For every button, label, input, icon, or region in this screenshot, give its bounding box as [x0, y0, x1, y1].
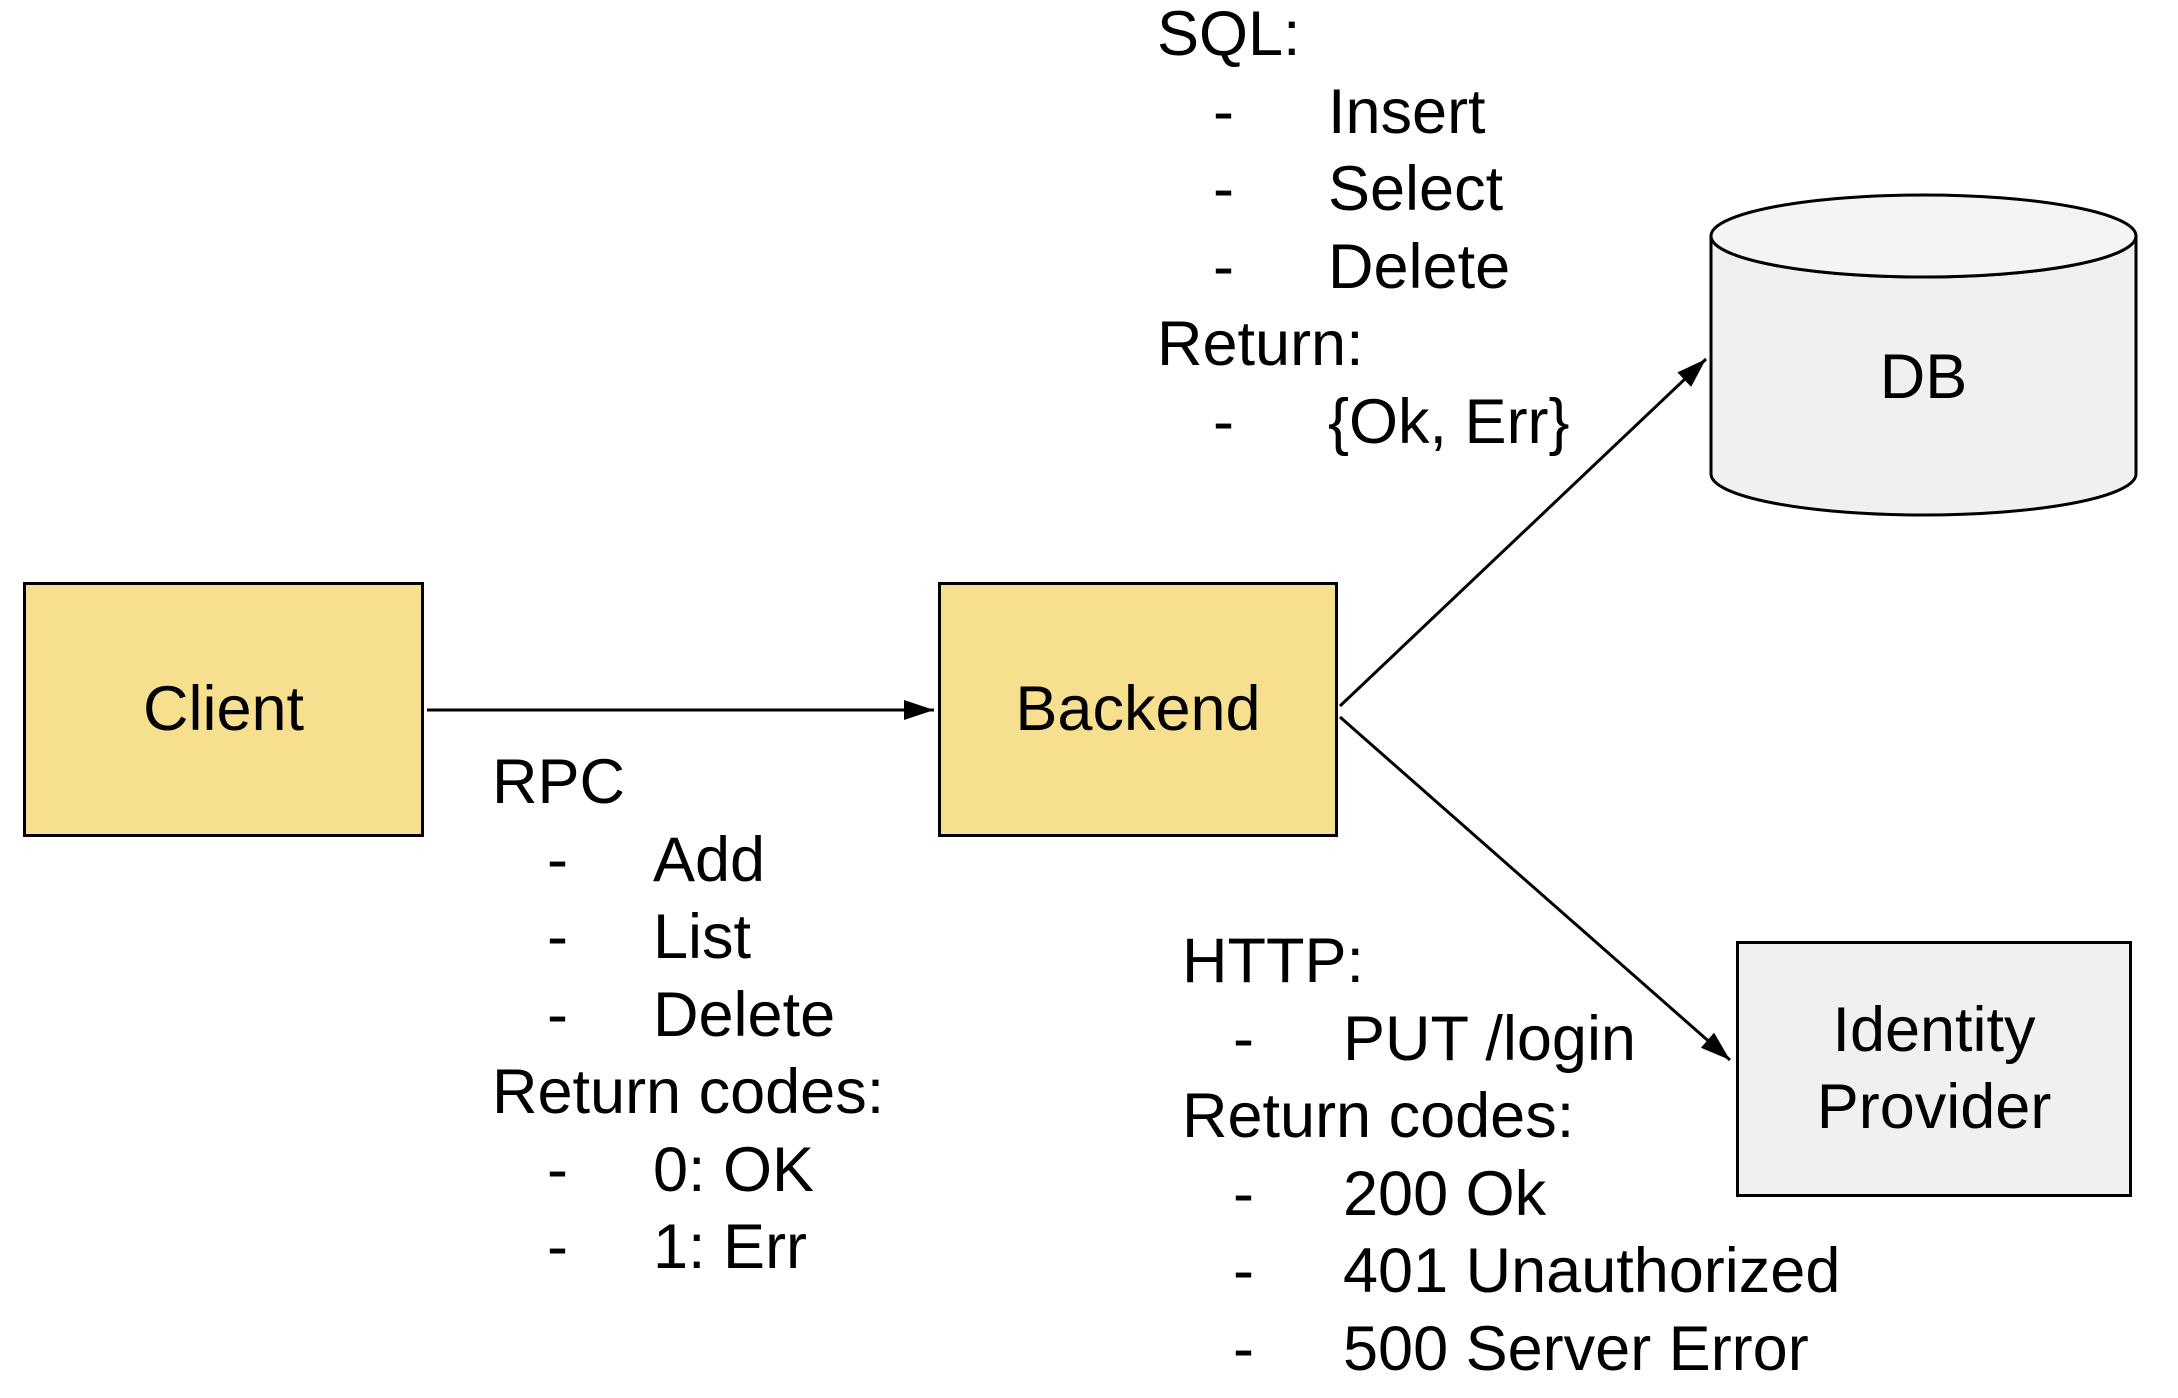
- node-client: Client: [23, 582, 424, 837]
- bullet-dash: -: [547, 1212, 568, 1282]
- node-identity-provider-label-line2: Provider: [1816, 1072, 2052, 1142]
- arrow-backend-to-db: [1338, 357, 1708, 708]
- node-client-label: Client: [142, 674, 305, 744]
- bullet-dash: -: [1213, 231, 1234, 302]
- node-db-label: DB: [1879, 342, 1968, 412]
- bullet-dash: -: [1233, 1003, 1254, 1074]
- node-identity-provider-label-line1: Identity: [1832, 995, 2036, 1065]
- bullet-dash: -: [1213, 386, 1234, 457]
- db-cylinder: [1709, 193, 2138, 517]
- bullet-dash: -: [1233, 1158, 1254, 1229]
- bullet-dash: -: [547, 824, 568, 895]
- bullet-dash: -: [547, 979, 568, 1050]
- db-cylinder-top: [1709, 193, 2138, 279]
- arrow-backend-to-identity-provider: [1339, 715, 1731, 1062]
- bullet-dash: -: [1233, 1236, 1254, 1306]
- node-backend: Backend: [938, 582, 1338, 837]
- bullet-dash: -: [1213, 154, 1234, 224]
- bullet-dash: -: [1233, 1313, 1254, 1384]
- bullet-dash: -: [547, 1134, 568, 1205]
- bullet-dash: -: [1213, 76, 1234, 147]
- node-identity-provider: Identity Provider: [1736, 941, 2132, 1197]
- bullet-dash: -: [547, 902, 568, 972]
- node-backend-label: Backend: [1015, 674, 1261, 744]
